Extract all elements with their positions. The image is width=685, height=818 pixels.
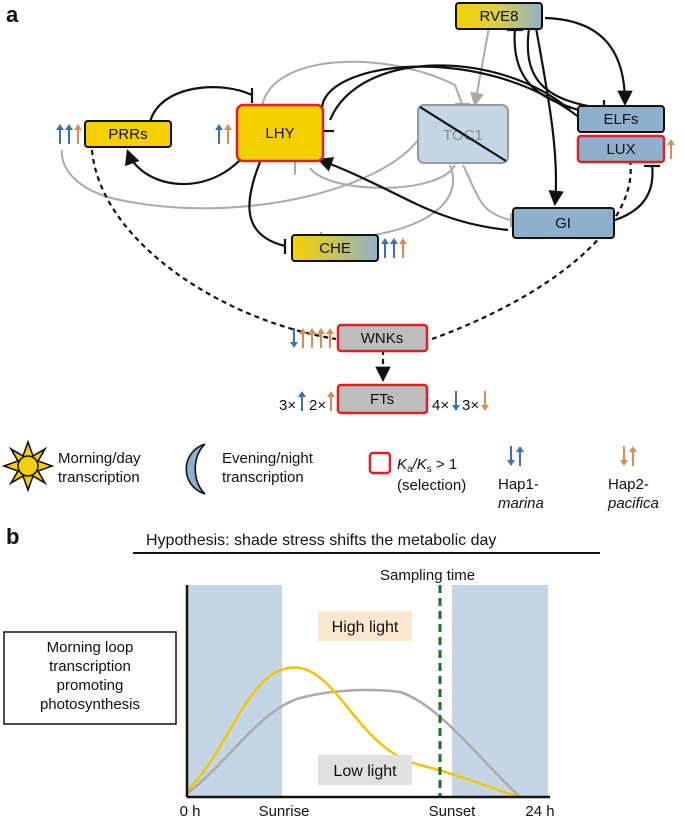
che-arrows (381, 238, 407, 258)
high-light-curve (187, 666, 521, 799)
ylabel-box (3, 631, 177, 725)
up-arrow-icon (390, 238, 398, 258)
up-arrow-icon (317, 328, 325, 348)
up-arrow-icon (299, 328, 307, 348)
node-fts: FTs (336, 383, 429, 415)
fts-counts: 3× 2× 4× 3× (279, 391, 489, 414)
legend-hap1-line2: marina (498, 495, 544, 512)
ylabel-line4: photosynthesis (40, 696, 140, 713)
up-arrow-icon (215, 124, 223, 144)
x-tick-sunrise: Sunrise (259, 803, 310, 818)
node-toc1: TOC1 (417, 104, 509, 164)
up-arrow-icon (381, 238, 389, 258)
up-arrow-icon (399, 238, 407, 258)
node-wnks-label: WNKs (361, 330, 404, 347)
up-arrow-icon (74, 124, 82, 144)
node-elfs: ELFs (577, 105, 665, 133)
node-lhy-label: LHY (265, 125, 294, 142)
ft-count-left2: 2× (309, 397, 326, 414)
sampling-time-label: Sampling time (380, 567, 475, 584)
low-light-curve (187, 688, 521, 798)
legend-hap1-line1: Hap1- (498, 476, 539, 493)
legend-morning-line2: transcription (58, 469, 140, 486)
lhy-arrows (215, 124, 232, 144)
night-shading-right (452, 585, 548, 797)
regulatory-connections (124, 16, 660, 254)
node-che-label: CHE (319, 240, 351, 257)
legend-selection-line2: (selection) (397, 477, 466, 494)
node-gi: GI (512, 207, 615, 239)
up-arrow-icon (667, 139, 675, 159)
down-arrow-icon (452, 391, 460, 411)
up-arrow-icon (308, 328, 316, 348)
legend-morning-line1: Morning/day (58, 450, 141, 467)
ratio-slash: /K (412, 456, 428, 473)
lux-arrows (667, 139, 675, 159)
node-wnks: WNKs (336, 323, 429, 353)
node-rve8: RVE8 (455, 2, 543, 30)
ft-count-left1: 3× (279, 397, 296, 414)
up-arrow-icon (56, 124, 64, 144)
ratio-s: s (427, 464, 432, 475)
node-lux: LUX (576, 134, 666, 164)
ratio-k: K (397, 456, 408, 473)
hap1-arrows-icon (507, 446, 524, 466)
up-arrow-icon (224, 124, 232, 144)
panel-b-label: b (6, 524, 19, 549)
legend-hap2-line1: Hap2- (608, 476, 649, 493)
ratio-gt: > 1 (432, 456, 457, 473)
high-light-label: High light (332, 619, 399, 636)
node-elfs-label: ELFs (603, 111, 638, 128)
wnks-arrows (290, 328, 334, 348)
ft-count-right2: 3× (462, 397, 479, 414)
toc1-strike (419, 106, 507, 162)
up-arrow-icon (326, 328, 334, 348)
node-prrs-label: PRRs (108, 126, 147, 143)
ylabel-line3: promoting (57, 677, 124, 694)
up-arrow-icon (298, 391, 306, 411)
low-light-label: Low light (333, 763, 397, 780)
ratio-a: a (407, 464, 413, 475)
node-lhy: LHY (235, 103, 325, 163)
selection-box-icon (368, 451, 392, 475)
ylabel-line1: Morning loop (47, 639, 134, 656)
node-lux-label: LUX (606, 141, 635, 158)
moon-icon (185, 443, 206, 495)
legend-hap2-line2: pacifica (607, 495, 659, 512)
up-arrow-icon (65, 124, 73, 144)
night-shading-left (187, 585, 282, 797)
x-tick-sunset: Sunset (429, 803, 477, 818)
dashed-connections (90, 149, 632, 383)
prrs-arrows (56, 124, 82, 144)
down-arrow-icon (481, 391, 489, 411)
node-rve8-label: RVE8 (480, 8, 519, 25)
legend-evening-line2: transcription (222, 469, 304, 486)
ft-count-right1: 4× (432, 397, 449, 414)
node-prrs: PRRs (84, 120, 172, 148)
hap2-arrows-icon (620, 446, 637, 466)
legend: Morning/day transcription Evening/night … (1, 439, 659, 512)
panel-a-label: a (6, 2, 19, 27)
down-arrow-icon (290, 328, 298, 348)
legend-evening-line1: Evening/night (222, 450, 314, 467)
low-light-label-bg (318, 755, 412, 785)
legend-selection-ratio: Ka/Ks > 1 (397, 456, 457, 475)
sun-icon (1, 439, 55, 493)
hypothesis-title: Hypothesis: shade stress shifts the meta… (146, 532, 496, 549)
x-tick-0h: 0 h (180, 803, 201, 818)
node-che: CHE (291, 234, 379, 262)
x-tick-24h: 24 h (525, 803, 554, 818)
node-gi-label: GI (555, 215, 571, 232)
ylabel-line2: transcription (49, 658, 131, 675)
high-light-label-bg (318, 611, 412, 641)
up-arrow-icon (327, 391, 335, 411)
node-fts-label: FTs (370, 391, 394, 408)
